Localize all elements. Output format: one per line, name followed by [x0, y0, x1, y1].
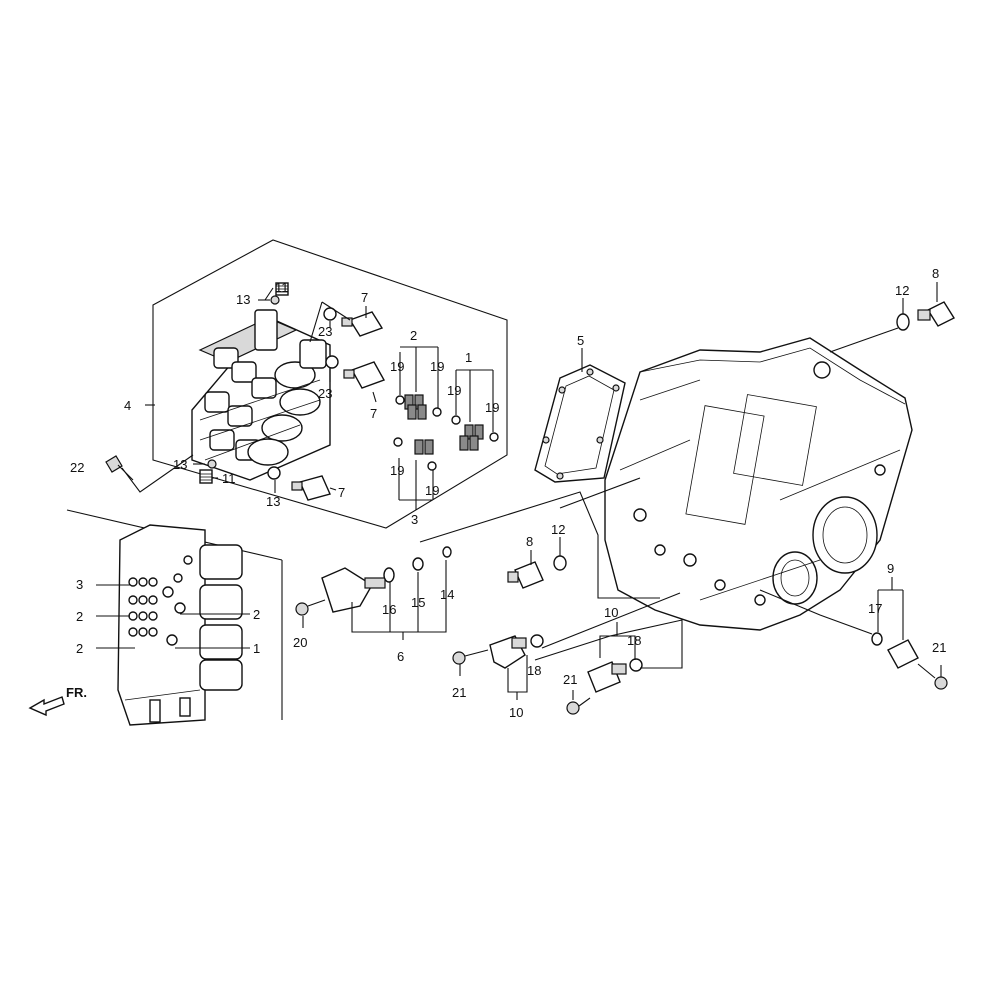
callout-7-bottom: 7 [338, 485, 345, 500]
callout-23-top: 23 [318, 324, 332, 339]
spring-top [275, 282, 289, 296]
callout-17: 17 [868, 601, 882, 616]
callout-20: 20 [293, 635, 307, 650]
callout-19-a: 19 [390, 359, 404, 374]
callout-3-top: 3 [411, 512, 418, 527]
seal-13-mid [207, 459, 217, 469]
callout-21-b: 21 [563, 672, 577, 687]
callout-1-top: 1 [465, 350, 472, 365]
solenoid-valve-1 [459, 424, 484, 451]
callout-19-e: 19 [390, 463, 404, 478]
transmission-case [604, 337, 913, 631]
callout-22: 22 [70, 460, 84, 475]
switch-8-mid [507, 561, 544, 589]
callout-23-mid: 23 [318, 386, 332, 401]
solenoid-valve-2 [404, 394, 427, 420]
gasket-5 [534, 364, 626, 483]
callout-2-inset-left: 2 [76, 609, 83, 624]
bolt-21-b [566, 697, 591, 715]
o-ring-16 [383, 567, 395, 583]
callout-3-inset: 3 [76, 577, 83, 592]
o-ring-13-bottom [267, 466, 281, 480]
o-ring-23-mid [325, 355, 339, 369]
callout-labels: 11 13 7 2 19 19 1 19 19 23 23 7 4 22 13 … [70, 266, 946, 720]
callout-2-top: 2 [410, 328, 417, 343]
callout-19-b: 19 [430, 359, 444, 374]
callout-13-mid: 13 [173, 457, 187, 472]
solenoid-valve-3 [414, 439, 434, 455]
callout-19-c: 19 [447, 383, 461, 398]
callout-7-mid: 7 [370, 406, 377, 421]
leader-lines [121, 282, 942, 700]
o-ring-17 [871, 632, 883, 646]
o-ring-19-a [395, 395, 405, 405]
front-direction-label: FR. [66, 685, 87, 700]
callout-2-inset-bottom: 2 [76, 641, 83, 656]
pressure-switch-7-top [341, 311, 384, 337]
o-ring-23-top [323, 307, 337, 321]
o-ring-19-d [489, 432, 499, 442]
callout-8-mid: 8 [526, 534, 533, 549]
callout-10-right: 10 [604, 605, 618, 620]
pressure-switch-7-bottom [291, 475, 331, 501]
speed-sensor-10-left [489, 635, 527, 669]
callout-11-bottom: 11 [222, 471, 236, 486]
callout-11-top: 11 [275, 280, 289, 295]
callout-16: 16 [382, 602, 396, 617]
spring-bottom [199, 469, 213, 484]
front-direction-arrow: FR. [28, 685, 87, 717]
seal-13-top [270, 295, 280, 305]
o-ring-15 [412, 557, 424, 571]
callout-18-left: 18 [527, 663, 541, 678]
callout-15: 15 [411, 595, 425, 610]
callout-13-bottom: 13 [266, 494, 280, 509]
o-ring-18-left [530, 634, 544, 648]
washer-12-mid [553, 555, 567, 571]
speed-sensor-10-right [587, 661, 627, 693]
callout-6: 6 [397, 649, 404, 664]
callout-18-right: 18 [627, 633, 641, 648]
pressure-switch-7-mid [343, 361, 386, 389]
callout-9: 9 [887, 561, 894, 576]
valve-body-assembly [191, 309, 331, 481]
o-ring-18-right [629, 658, 643, 672]
callout-8-top: 8 [932, 266, 939, 281]
callout-1-inset: 1 [253, 641, 260, 656]
o-ring-19-e [393, 437, 403, 447]
o-ring-19-c [451, 415, 461, 425]
bolt-21-c [917, 663, 948, 690]
bolt-20 [295, 599, 326, 616]
callout-4: 4 [124, 398, 131, 413]
callout-19-f: 19 [425, 483, 439, 498]
sensor-assembly-6 [321, 567, 386, 613]
callout-2-inset-right: 2 [253, 607, 260, 622]
callout-12-top: 12 [895, 283, 909, 298]
callout-10-left: 10 [509, 705, 523, 720]
callout-19-d: 19 [485, 400, 499, 415]
inset-solenoid-grid [128, 555, 193, 646]
switch-8-top [917, 301, 956, 327]
valve-body-group-outline [152, 239, 508, 529]
callout-5: 5 [577, 333, 584, 348]
o-ring-14 [442, 546, 452, 558]
callout-14: 14 [440, 587, 454, 602]
callout-13-top: 13 [236, 292, 250, 307]
callout-7-top: 7 [361, 290, 368, 305]
bolt-21-a [452, 649, 489, 665]
o-ring-19-f [427, 461, 437, 471]
callout-21-a: 21 [452, 685, 466, 700]
o-ring-19-b [432, 407, 442, 417]
callout-12-mid: 12 [551, 522, 565, 537]
sensor-9 [887, 639, 919, 669]
callout-21-c: 21 [932, 640, 946, 655]
inset-valve-body [117, 524, 243, 726]
washer-12-top [896, 313, 910, 331]
